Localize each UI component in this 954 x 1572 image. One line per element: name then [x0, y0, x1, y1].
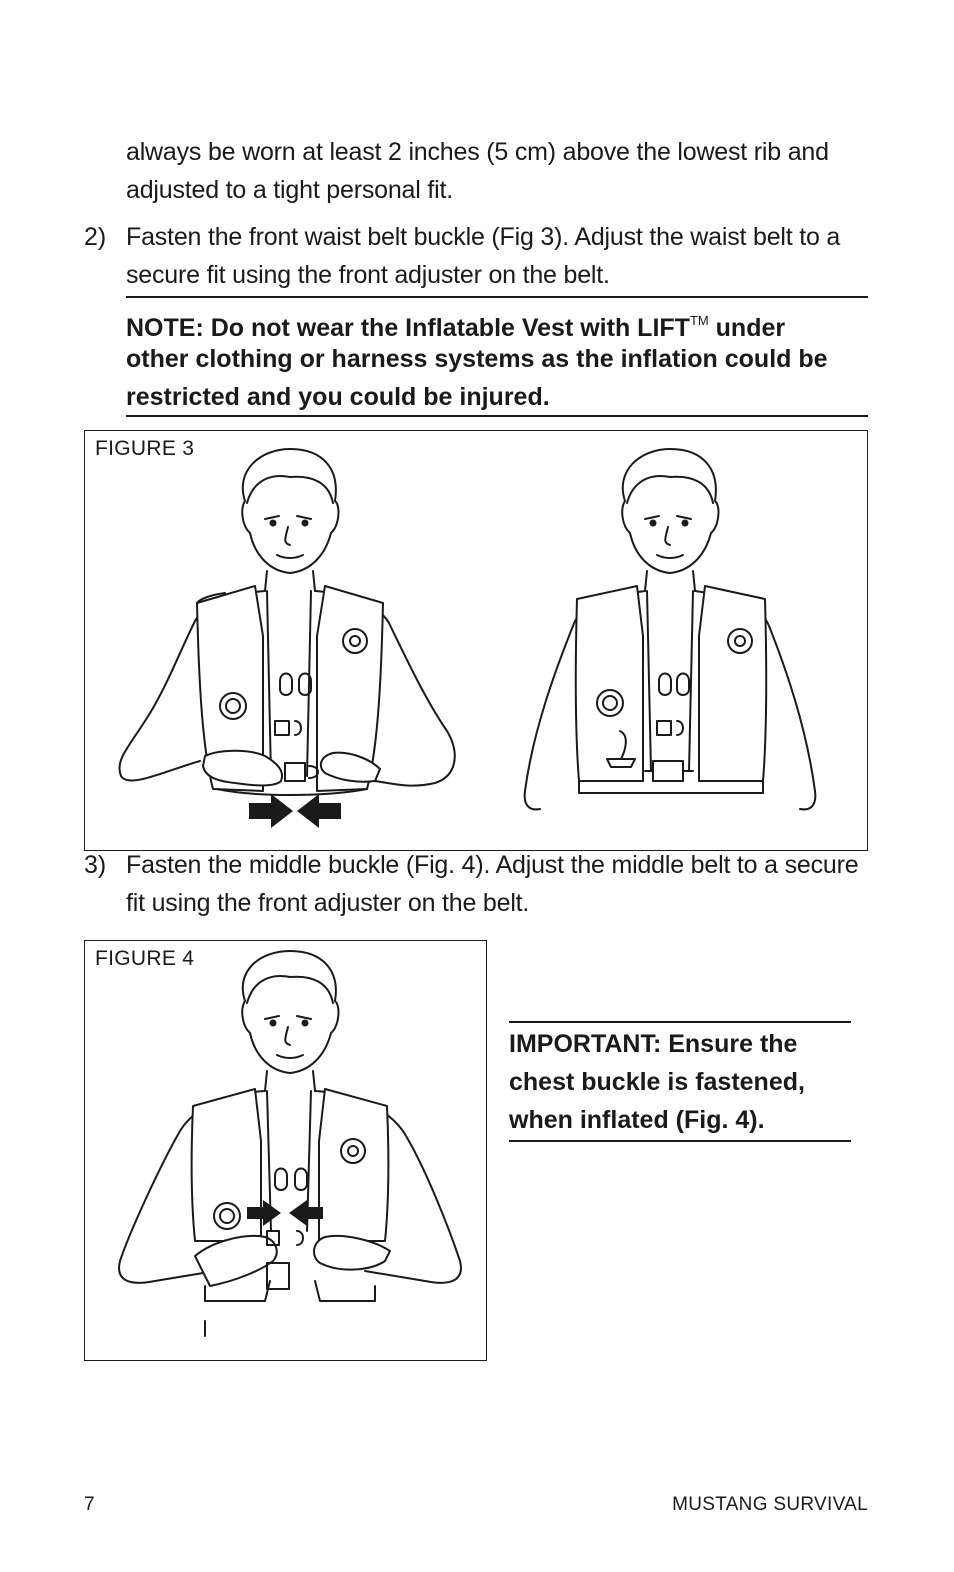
figure-3-label: FIGURE 3: [95, 437, 195, 460]
important-bottom-rule: [509, 1140, 851, 1142]
trademark-mark: TM: [689, 313, 709, 328]
note-line-2: other clothing or harness systems as the…: [126, 345, 828, 373]
step-3-number: 3): [84, 851, 107, 879]
person-left: [118, 448, 456, 796]
arrows-fig4: [247, 1200, 323, 1226]
figure-4-illustration: [118, 950, 462, 1337]
step-2-line-2: secure fit using the front adjuster on t…: [126, 261, 610, 289]
intro-line-1: always be worn at least 2 inches (5 cm) …: [126, 138, 829, 166]
person-right: [523, 448, 817, 811]
footer-brand: MUSTANG SURVIVAL: [672, 1494, 868, 1515]
step-3-line-2: fit using the front adjuster on the belt…: [126, 889, 530, 917]
important-top-rule: [509, 1021, 851, 1023]
note-bottom-rule: [126, 415, 868, 417]
note-top-rule: [126, 296, 868, 298]
intro-line-2: adjusted to a tight personal fit.: [126, 176, 453, 204]
page-number: 7: [84, 1494, 95, 1515]
figure-3-illustration: [118, 448, 817, 828]
important-line-3: when inflated (Fig. 4).: [509, 1106, 765, 1134]
important-line-2: chest buckle is fastened,: [509, 1068, 805, 1096]
figure-3: FIGURE 3: [84, 430, 868, 851]
step-3-line-1: Fasten the middle buckle (Fig. 4). Adjus…: [126, 851, 859, 879]
note-line-1: NOTE: Do not wear the Inflatable Vest wi…: [126, 313, 786, 342]
arrows-fig3: [249, 794, 341, 828]
important-line-1: IMPORTANT: Ensure the: [509, 1030, 798, 1058]
note-line-3: restricted and you could be injured.: [126, 383, 550, 411]
figure-4-label: FIGURE 4: [95, 947, 195, 970]
step-2-number: 2): [84, 223, 107, 251]
figure-4: FIGURE 4: [84, 940, 487, 1361]
step-2-line-1: Fasten the front waist belt buckle (Fig …: [126, 223, 841, 251]
